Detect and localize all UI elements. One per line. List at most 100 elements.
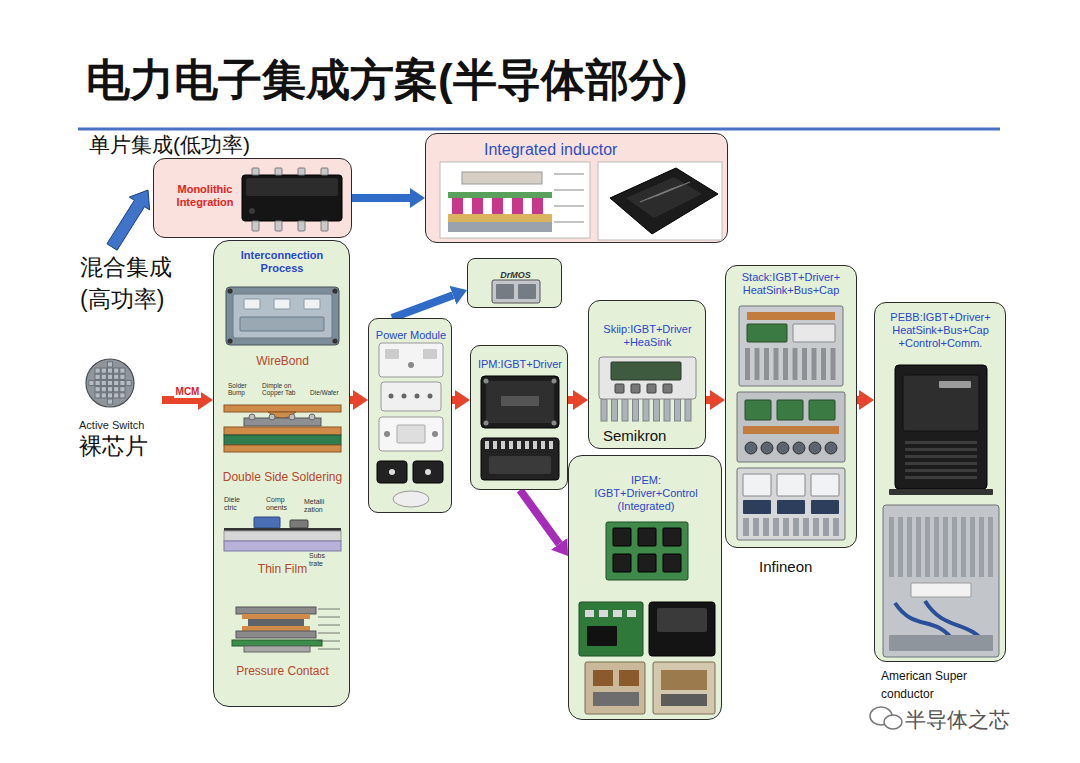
ic-pin [298,168,305,175]
coil-turn [472,198,483,214]
flow-arrow [452,396,455,404]
branch-arrow [107,190,150,250]
text-holder: Skiip:IGBT+Driver +HeaSink [593,323,702,350]
illustration-group [737,306,845,540]
copper-disc [242,614,310,619]
die [107,368,112,373]
leader-line [554,206,584,207]
stack-frame [737,392,845,462]
die [120,387,125,392]
label-holder: 半导体之芯 [905,707,1065,732]
ipem-photo [585,662,645,714]
pin [389,394,394,399]
screw-hole [552,379,557,384]
illustration-group [579,522,715,714]
text-holder: Integrated inductor [484,140,704,159]
vent-slot [905,469,977,472]
driver-board [777,400,803,420]
illustration-group [440,162,722,240]
solder-bump [309,414,315,420]
terminal [385,349,399,359]
box-title: IPM:IGBT+Driver [478,358,562,371]
copper-trace [593,670,613,686]
box-illustration [369,319,453,514]
text-holder: Stack:IGBT+Driver+ HeatSink+Bus+Cap [729,271,853,298]
leader-line [318,617,340,618]
integration-box: 单片集成(低功率)Monolithic Integration [153,158,352,238]
die [101,374,106,379]
picture-caption: Double Side Soldering [223,470,342,484]
heatsink-fin [774,348,779,380]
busbar [743,426,839,434]
heatsink-fin [654,399,660,421]
heatsink-fin [633,399,639,421]
die [101,380,106,385]
vent-slot [905,448,977,451]
capacitor [793,442,805,454]
nameplate [911,583,971,597]
ipm-pin [541,441,545,449]
text-holder: 裸芯片 [79,433,163,461]
die [120,380,125,385]
heatsink-fin [898,517,903,577]
power-module [379,417,443,451]
heatsink-fin [664,399,670,421]
label-holder: Die/Wafer [310,381,344,399]
chip-layer [462,172,542,184]
leader-line [554,190,584,191]
heatsink-fin [764,348,769,380]
text-holder: WireBond [214,351,351,369]
text-holder: Thin Film [214,559,351,577]
substrate-layer [448,222,552,232]
controller-ic [587,626,617,646]
screw-hole [432,431,438,437]
inductor-package [610,168,718,234]
ic-chip [242,175,342,221]
die [107,362,112,367]
edge-label: MCM [174,386,202,398]
process-box: Stack:IGBT+Driver+ HeatSink+Bus+CapInfin… [725,265,857,548]
ipm-pin [485,441,489,449]
text-holder: IPEM: IGBT+Driver+Control (Integrated) [587,474,705,514]
screw-hole [227,338,232,343]
flow-arrow [352,194,410,202]
ipm-pin [493,441,497,449]
title-rule [78,128,1000,131]
part-label: Die/Wafer [310,389,339,396]
power-chip [613,528,631,546]
box-label: Monolithic Integration [168,183,242,209]
copper-trace [619,670,639,686]
photo-frame [440,162,590,238]
screw-hole [332,338,337,343]
heatsink [777,500,805,514]
heatsink-fin [793,518,799,536]
ic-dot [249,208,255,214]
terminal [631,384,640,393]
text-holder: Power Module [369,325,453,343]
heatsink-fin [601,399,607,421]
label-holder: 混合集成 (高功率) [80,252,180,315]
discrete-module [413,461,443,483]
base-plate [244,646,310,652]
process-box: IPM:IGBT+Driver [470,345,568,490]
section-heading: 混合集成 (高功率) [80,252,180,315]
ic-pin [321,168,328,175]
part-label: Metalli zation [304,498,330,513]
flow-arrow [706,396,710,404]
terminal [423,349,437,359]
power-terminal [244,299,260,309]
die [95,374,100,379]
ipm-pin [517,441,521,449]
package-top [626,177,702,218]
power-chip [663,528,681,546]
die [95,380,100,385]
screw-hole [332,288,337,293]
box-illustration [468,259,563,309]
substrate-layer [224,541,341,551]
capacitor [777,442,789,454]
power-terminal [304,299,320,309]
igbt-module [743,474,771,496]
terminal [647,384,656,393]
dielectric-layer [224,531,341,541]
